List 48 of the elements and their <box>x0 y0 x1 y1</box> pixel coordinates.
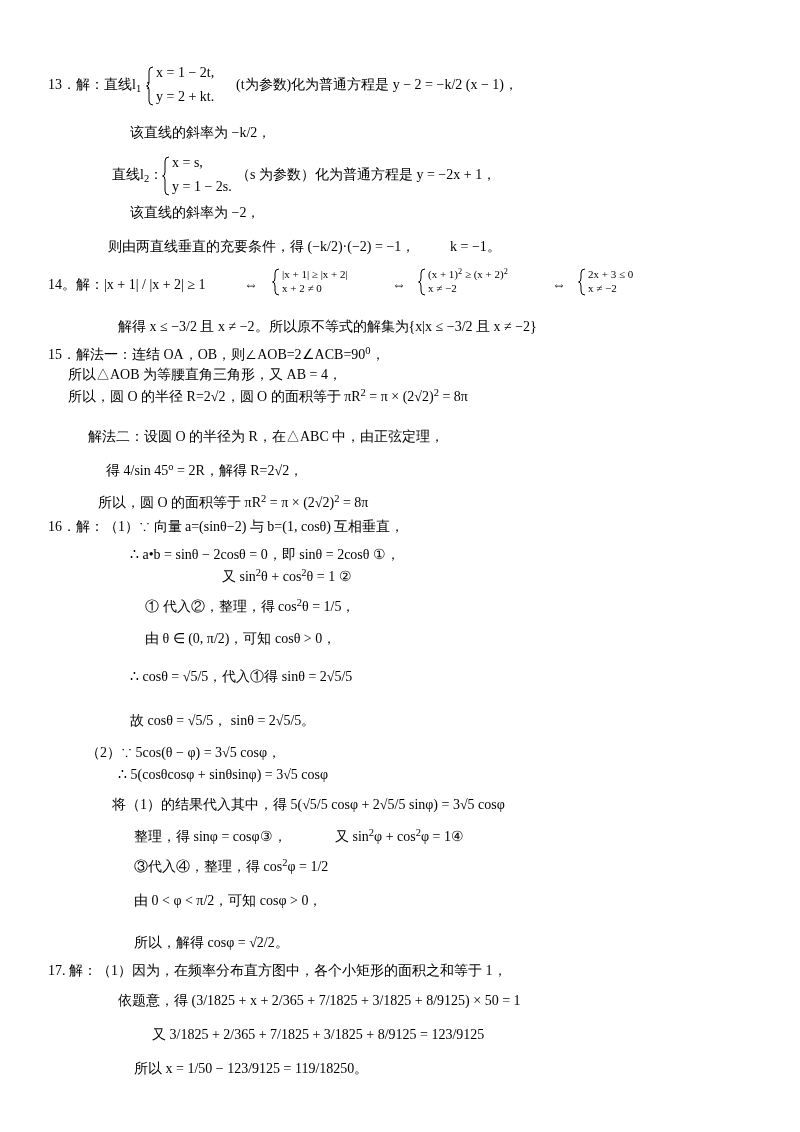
math-text: 将（1）的结果代入其中，得 5(√5/5 cosφ + 2√5/5 sinφ) = 3√5 cosφ <box>112 796 505 814</box>
math-text: ⇔ <box>552 276 566 294</box>
math-text: 由 0 < φ < π/2，可知 cosφ > 0， <box>134 892 323 910</box>
math-text: 解得 x ≤ −3/2 且 x ≠ −2。所以原不等式的解集为{x|x ≤ −3/2 且 x ≠ −2} <box>118 318 537 336</box>
math-text: 则由两直线垂直的充要条件，得 (−k/2)·(−2) = −1， <box>108 238 416 256</box>
math-text: ① 代入②，整理，得 cos$^{2}$θ = 1/5， <box>145 598 356 616</box>
math-text: k = −1。 <box>450 238 501 256</box>
math-text: ⇔ <box>244 276 258 294</box>
math-text: y = 1 − 2s. <box>172 178 232 196</box>
math-text: ∴ a•b = sinθ − 2cosθ = 0，即 sinθ = 2cosθ ①， <box>130 546 401 564</box>
math-text: （s 为参数）化为普通方程是 y = −2x + 1， <box>236 166 497 184</box>
math-text: 得 4/sin 45$^{o}$ = 2R，解得 R=2√2， <box>106 462 304 480</box>
math-text: 由 θ ∈ (0, π/2)，可知 cosθ > 0， <box>145 630 337 648</box>
math-text: 所以△AOB 为等腰直角三角形，又 AB = 4， <box>68 366 342 384</box>
math-text: ∴ cosθ = √5/5，代入①得 sinθ = 2√5/5 <box>130 668 353 686</box>
math-text: 又 sin$^{2}$φ + cos$^{2}$φ = 1④ <box>335 828 464 846</box>
math-text: |x + 1| ≥ |x + 2| <box>282 268 348 282</box>
math-text: 16．解：（1）∵ 向量 a=(sinθ−2) 与 b=(1, cosθ) 互相垂直， <box>48 518 405 536</box>
math-text: 直线l$_{2}$： <box>112 166 164 184</box>
math-text: 15．解法一：连结 OA，OB，则∠AOB=2∠ACB=90$^{0}$， <box>48 346 385 364</box>
math-text: 解法二：设圆 O 的半径为 R，在△ABC 中，由正弦定理， <box>88 428 445 446</box>
math-text: 故 cosθ = √5/5， sinθ = 2√5/5。 <box>130 712 316 730</box>
math-text: y = 2 + kt. <box>156 88 215 106</box>
math-text: x = 1 − 2t, <box>156 64 215 82</box>
math-text: 又 sin$^{2}$θ + cos$^{2}$θ = 1 ② <box>222 568 352 586</box>
math-text: 所以，圆 O 的面积等于 πR$^{2}$ = π × (2√2)$^{2}$ = 8π <box>98 494 369 512</box>
math-text: 2x + 3 ≤ 0 <box>588 268 634 282</box>
math-text: 所以，圆 O 的半径 R=2√2，圆 O 的面积等于 πR$^{2}$ = π × (2√2)$^{2}$ = 8π <box>68 388 468 406</box>
math-text: ⇔ <box>392 276 406 294</box>
math-text: ∴ 5(cosθcosφ + sinθsinφ) = 3√5 cosφ <box>118 766 329 784</box>
math-text: x = s, <box>172 154 203 172</box>
math-text: 该直线的斜率为 −2， <box>130 204 261 222</box>
math-text: 依题意，得 (3/1825 + x + 2/365 + 7/1825 + 3/1825 + 8/9125) × 50 = 1 <box>118 992 521 1010</box>
math-text: x + 2 ≠ 0 <box>282 282 322 296</box>
math-text: (t为参数)化为普通方程是 y − 2 = −k/2 (x − 1)， <box>236 76 518 94</box>
math-text: x ≠ −2 <box>588 282 617 296</box>
math-text: 14。解：|x + 1| / |x + 2| ≥ 1 <box>48 276 206 294</box>
math-text: 所以，解得 cosφ = √2/2。 <box>134 934 289 952</box>
math-text: 17. 解：（1）因为，在频率分布直方图中，各个小矩形的面积之和等于 1， <box>48 962 507 980</box>
math-text: ③代入④，整理，得 cos$^{2}$φ = 1/2 <box>134 858 329 876</box>
math-text: 整理，得 sinφ = cosφ③， <box>134 828 287 846</box>
math-text: 所以 x = 1/50 − 123/9125 = 119/18250。 <box>134 1060 369 1078</box>
math-text: 13．解：直线l$_{1}$： <box>48 76 156 94</box>
math-text: 又 3/1825 + 2/365 + 7/1825 + 3/1825 + 8/9125 = 123/9125 <box>152 1026 485 1044</box>
math-text: (x + 1)$^{2}$ ≥ (x + 2)$^{2}$ <box>428 268 508 282</box>
math-text: 该直线的斜率为 −k/2， <box>130 124 272 142</box>
math-text: x ≠ −2 <box>428 282 457 296</box>
math-text: （2）∵ 5cos(θ − φ) = 3√5 cosφ， <box>86 744 281 762</box>
